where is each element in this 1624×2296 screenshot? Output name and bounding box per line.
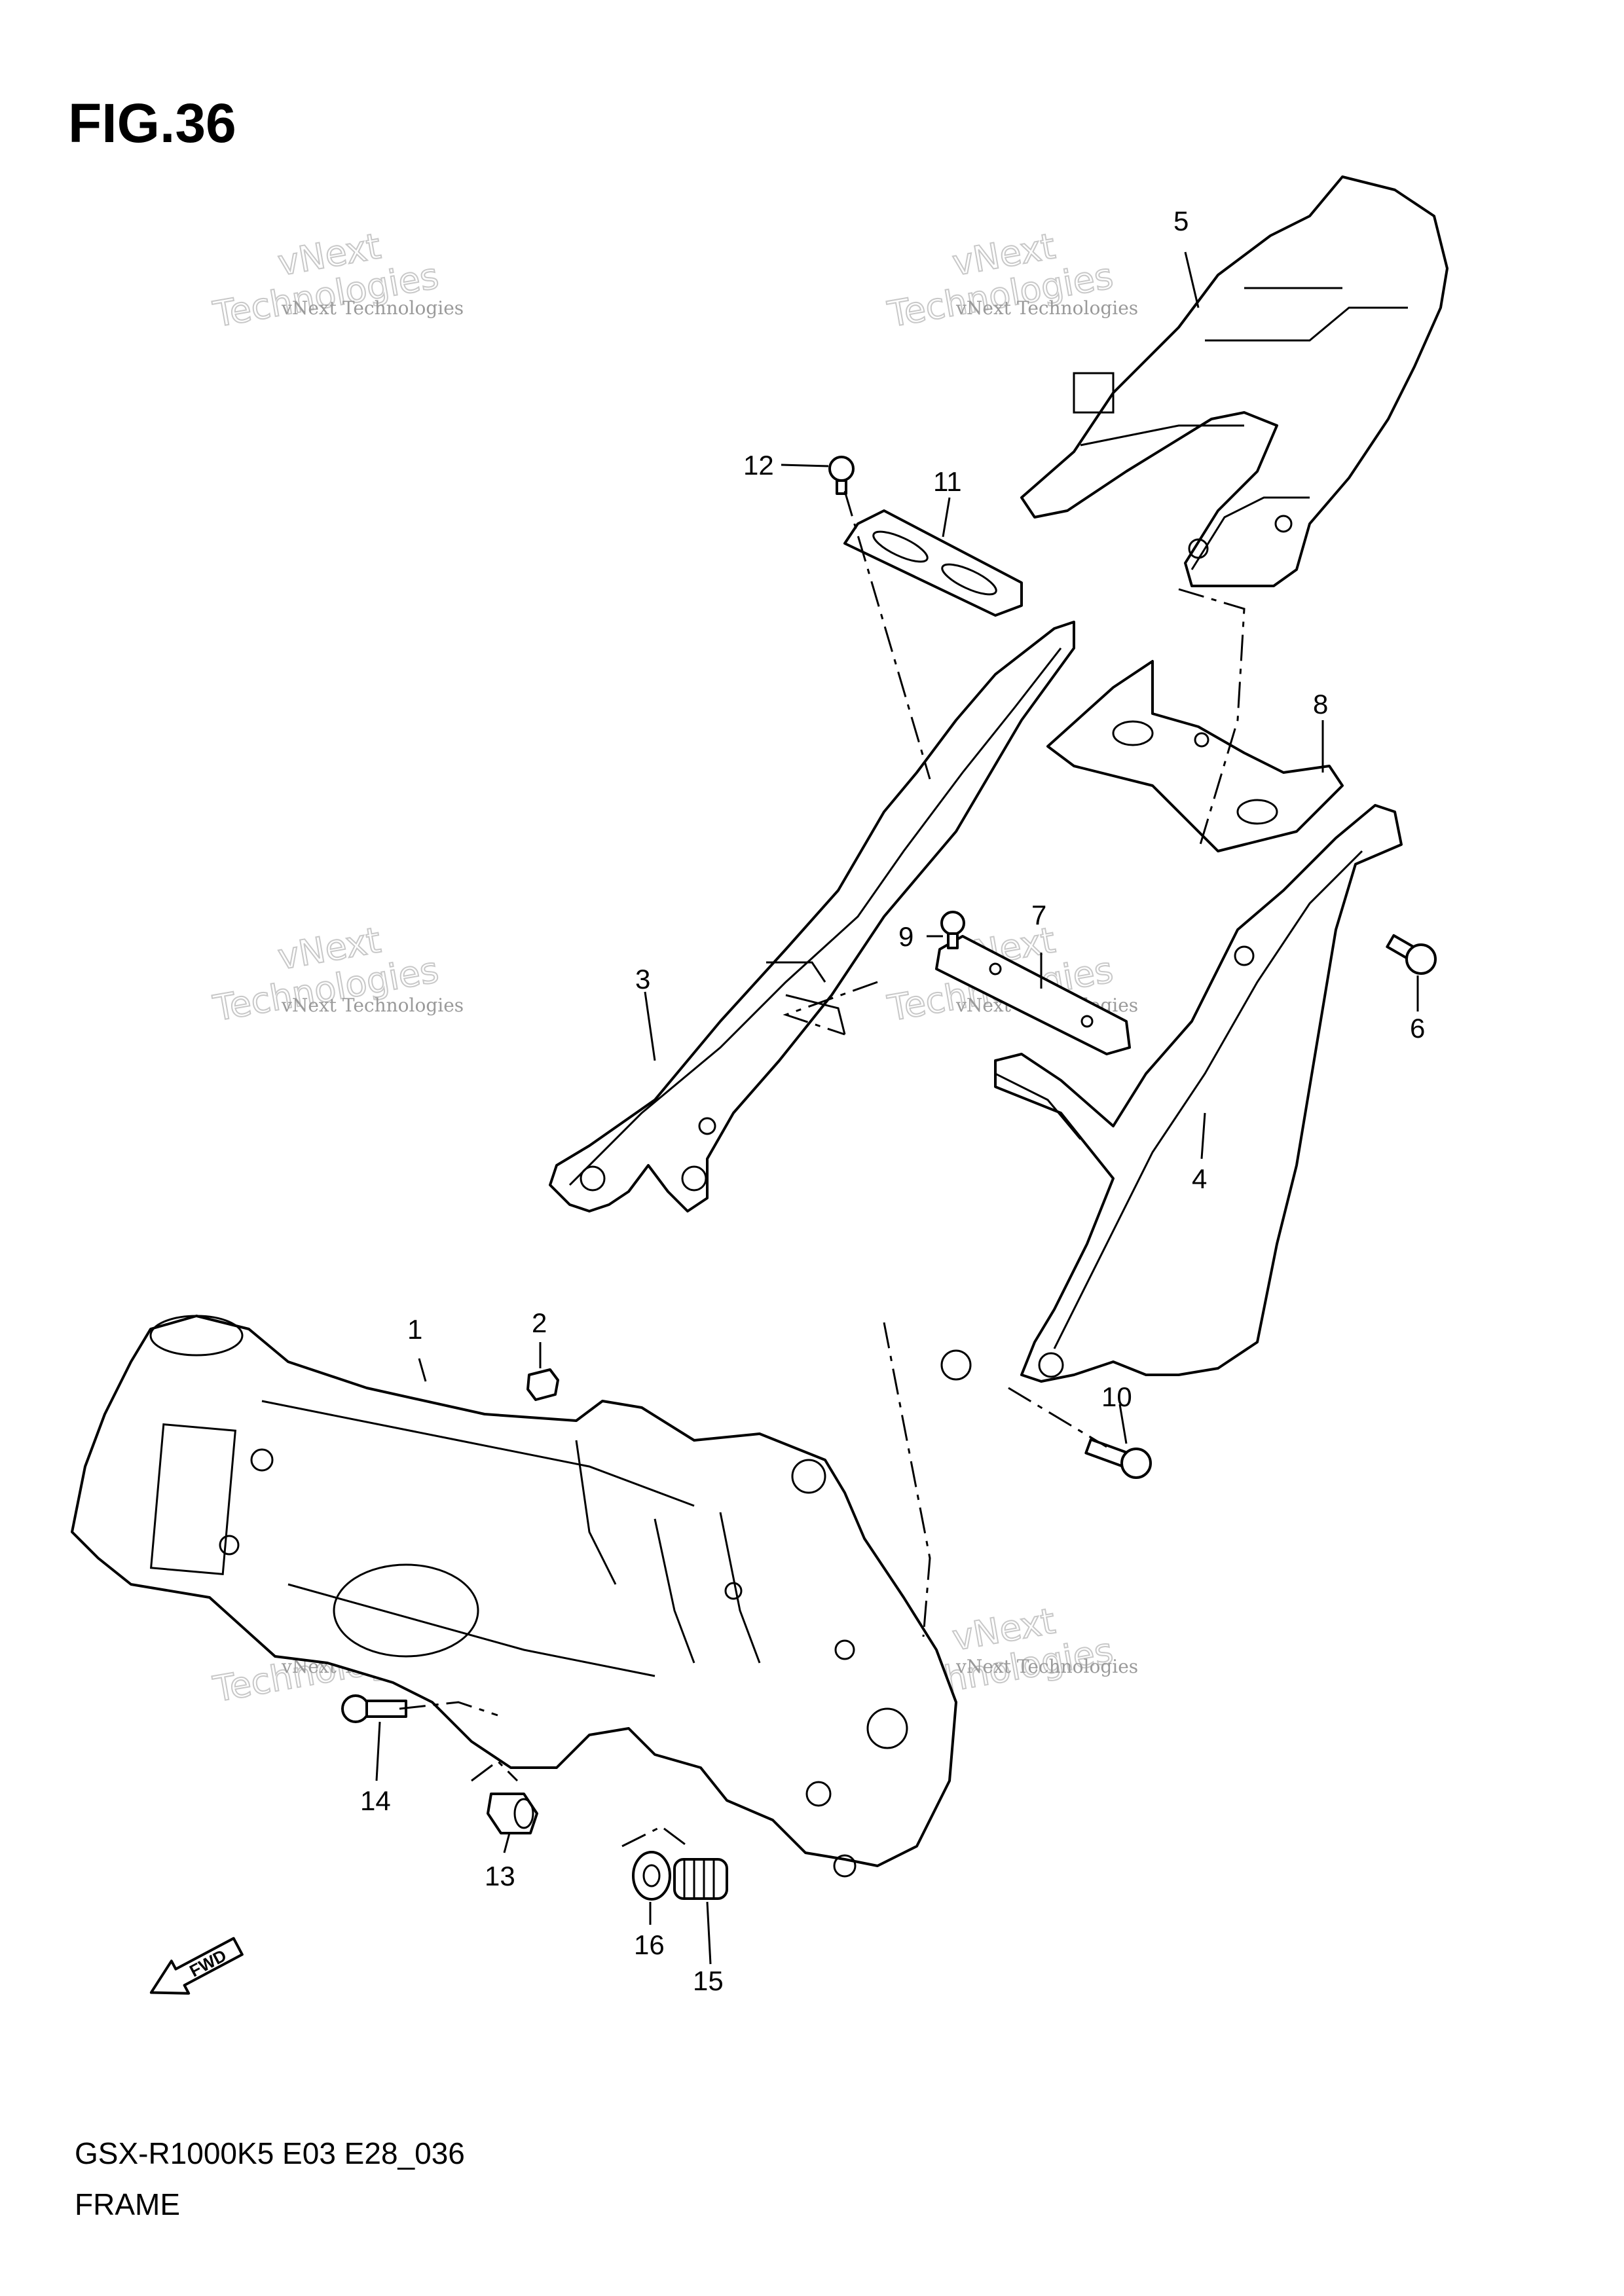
part-5-seat-rail [1020, 175, 1449, 587]
callout-12: 12 [743, 450, 774, 481]
callout-3: 3 [635, 964, 650, 994]
callout-8: 8 [1313, 689, 1328, 720]
part-11-plate [843, 509, 1023, 617]
callout-5: 5 [1173, 206, 1189, 236]
watermark-text: vNext Technologies [281, 297, 464, 319]
callout-9: 9 [898, 921, 913, 952]
callout-14: 14 [360, 1785, 391, 1816]
leader-lines [375, 251, 1419, 1965]
part-8-bracket [1046, 660, 1344, 852]
part-16-washer [632, 1851, 671, 1901]
watermark-text: vNext Technologies [281, 994, 464, 1016]
part-10-bolt [1084, 1438, 1152, 1479]
callout-16: 16 [634, 1929, 665, 1960]
callout-2: 2 [532, 1307, 547, 1338]
part-2-plug [526, 1368, 559, 1401]
part-6-bolt [1386, 934, 1437, 975]
watermark-text: vNext Technologies [955, 297, 1138, 319]
callout-1: 1 [407, 1314, 422, 1345]
part-4-right-rail [940, 804, 1403, 1383]
callout-6: 6 [1410, 1013, 1425, 1044]
forward-direction-arrow: FWD [149, 1937, 244, 1995]
callout-4: 4 [1192, 1163, 1207, 1194]
callout-10: 10 [1101, 1381, 1132, 1412]
part-7-plate [935, 935, 1131, 1055]
part-15-adjuster [673, 1858, 728, 1900]
part-13-collar [487, 1793, 538, 1834]
callout-11: 11 [933, 466, 962, 497]
footer-model-code: GSX-R1000K5 E03 E28_036 [75, 2136, 465, 2170]
part-3-left-rail [549, 621, 1075, 1212]
callout-15: 15 [693, 1965, 724, 1996]
part-1-main-frame [71, 1315, 957, 1878]
part-14-bolt [341, 1694, 407, 1723]
part-12-bolt [828, 456, 855, 495]
footer-figure-name: FRAME [75, 2187, 180, 2221]
callout-7: 7 [1031, 900, 1046, 930]
callout-13: 13 [485, 1861, 515, 1891]
watermark-text: vNext Technologies [955, 1656, 1138, 1677]
assembly-lines [399, 490, 1246, 1848]
part-9-bolt [940, 911, 965, 949]
figure-title: FIG.36 [68, 92, 236, 154]
